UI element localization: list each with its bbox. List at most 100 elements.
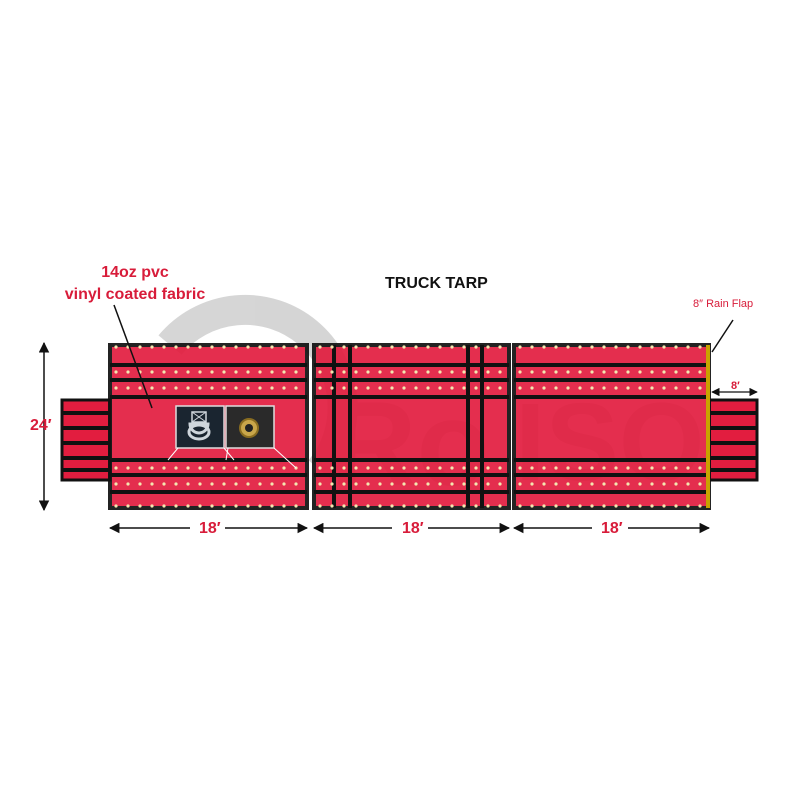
grommet [674, 345, 678, 349]
grommet [626, 386, 630, 390]
grommet [138, 386, 142, 390]
grommet [174, 466, 178, 470]
grommet [282, 345, 286, 349]
material-label-line1: 14oz pvc [101, 264, 169, 281]
grommet [662, 370, 666, 374]
grommet [686, 482, 690, 486]
grommet [210, 504, 214, 508]
grommet [402, 386, 406, 390]
grommet [270, 345, 274, 349]
grommet [234, 386, 238, 390]
grommet [198, 386, 202, 390]
grommet [626, 482, 630, 486]
grommet [126, 386, 130, 390]
grommet [530, 466, 534, 470]
grommet [366, 466, 370, 470]
grommet [234, 345, 238, 349]
grommet [662, 504, 666, 508]
grommet [126, 482, 130, 486]
grommet [674, 482, 678, 486]
grommet [474, 345, 478, 349]
grommet [210, 370, 214, 374]
grommet [602, 386, 606, 390]
material-label-line2: vinyl coated fabric [64, 286, 206, 303]
grommet [330, 345, 334, 349]
grommet [174, 504, 178, 508]
grommet [462, 482, 466, 486]
grommet [414, 386, 418, 390]
grommet [162, 370, 166, 374]
grommet [222, 482, 226, 486]
grommet [246, 466, 250, 470]
grommet [486, 466, 490, 470]
grommet [390, 386, 394, 390]
grommet [638, 386, 642, 390]
grommet [650, 345, 654, 349]
grommet [354, 466, 358, 470]
d-ring-icon [187, 411, 211, 441]
grommet [390, 345, 394, 349]
grommet [554, 386, 558, 390]
grommet [186, 504, 190, 508]
grommet [518, 345, 522, 349]
grommet [210, 345, 214, 349]
grommet [638, 504, 642, 508]
grommet [318, 504, 322, 508]
grommet [270, 370, 274, 374]
grommet [138, 504, 142, 508]
grommet [138, 345, 142, 349]
grommet [150, 345, 154, 349]
grommet [222, 386, 226, 390]
grommet [162, 386, 166, 390]
grommet [366, 386, 370, 390]
grommet [638, 370, 642, 374]
grommet [450, 345, 454, 349]
grommet [638, 345, 642, 349]
grommet [378, 370, 382, 374]
grommet [590, 504, 594, 508]
grommet [318, 386, 322, 390]
grommet [566, 345, 570, 349]
grommet [234, 504, 238, 508]
grommet [246, 345, 250, 349]
grommet [426, 466, 430, 470]
grommet [650, 482, 654, 486]
grommet [578, 482, 582, 486]
grommet [614, 370, 618, 374]
grommet [150, 386, 154, 390]
grommet [246, 386, 250, 390]
grommet [246, 482, 250, 486]
grommet [354, 386, 358, 390]
grommet [530, 482, 534, 486]
grommet [650, 504, 654, 508]
grommet [198, 345, 202, 349]
grommet [450, 504, 454, 508]
grommet [686, 466, 690, 470]
grommet [474, 370, 478, 374]
grommet [162, 482, 166, 486]
grommet [530, 370, 534, 374]
grommet [138, 482, 142, 486]
grommet [414, 370, 418, 374]
grommet [474, 386, 478, 390]
grommet [150, 482, 154, 486]
grommet [390, 466, 394, 470]
grommet [626, 370, 630, 374]
grommet [626, 345, 630, 349]
grommet [234, 482, 238, 486]
rain-flap-pointer [711, 319, 734, 353]
grommet [474, 504, 478, 508]
grommet [138, 466, 142, 470]
grommet [650, 466, 654, 470]
grommet [366, 504, 370, 508]
width-dimension-label-middle: 18′ [402, 520, 424, 537]
grommet [318, 345, 322, 349]
grommet [354, 504, 358, 508]
grommet [542, 504, 546, 508]
grommet [474, 466, 478, 470]
grommet [542, 466, 546, 470]
grommet [566, 482, 570, 486]
grommet [554, 370, 558, 374]
grommet [270, 504, 274, 508]
grommet [450, 466, 454, 470]
